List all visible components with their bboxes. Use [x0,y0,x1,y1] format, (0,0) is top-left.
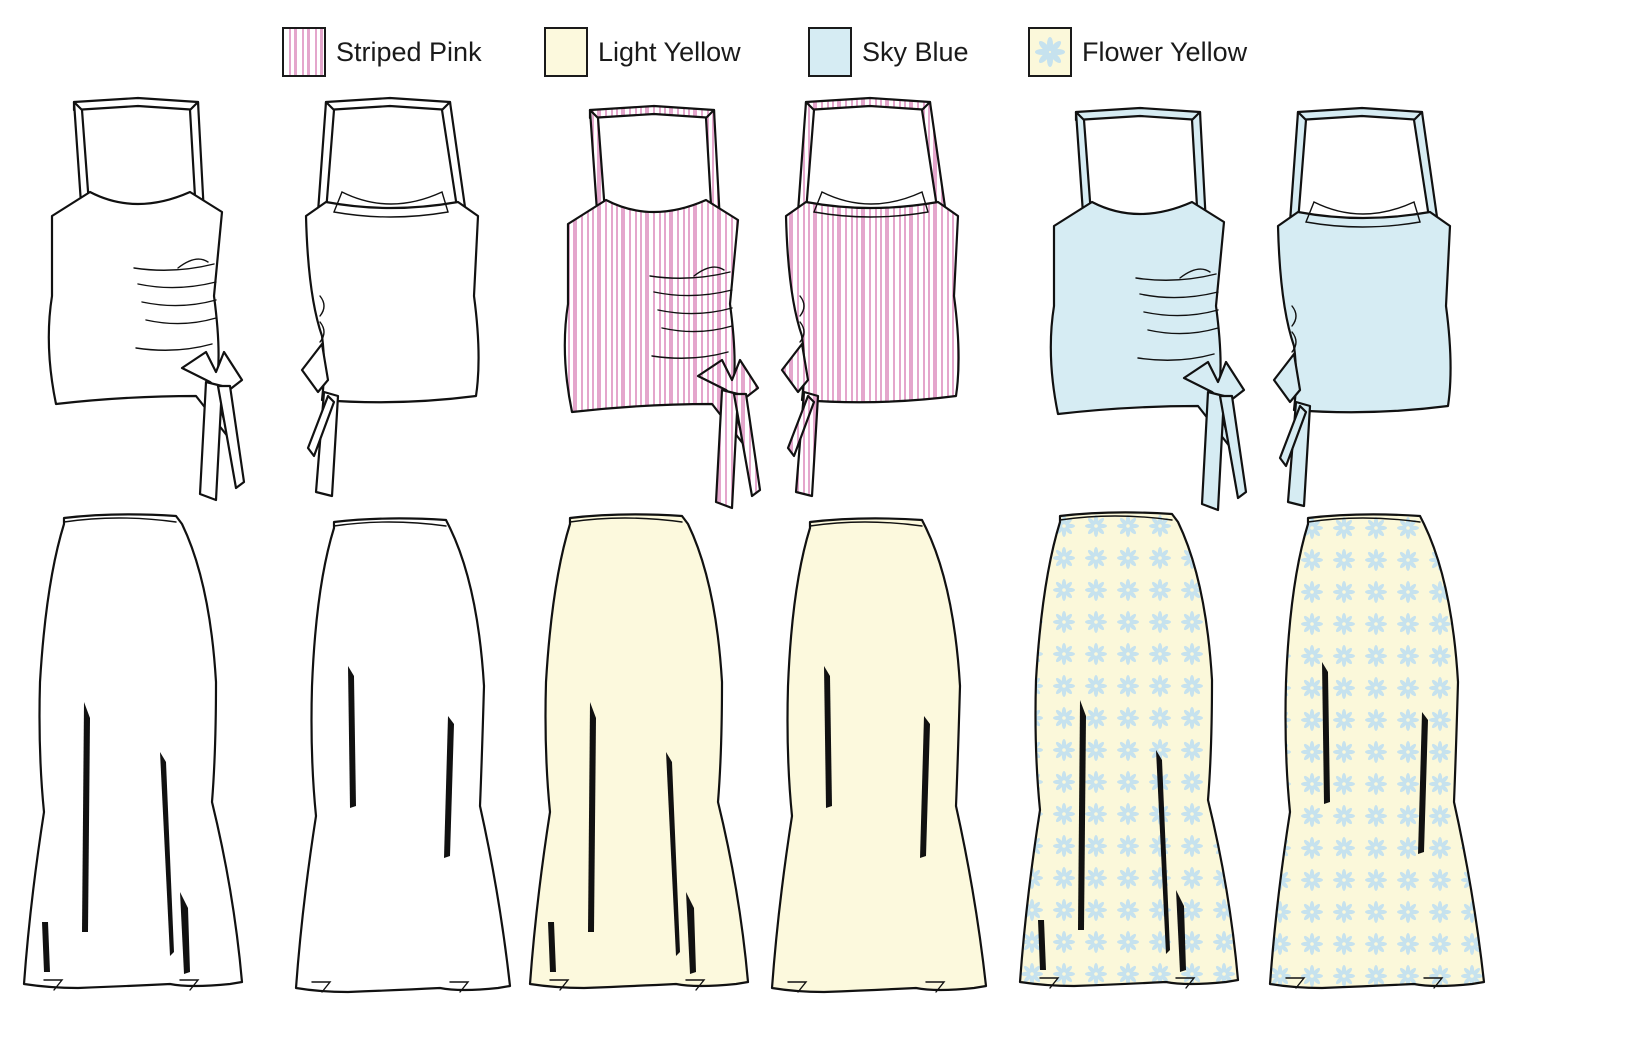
skirt-front-white [22,513,244,992]
skirt-front-light-yellow [528,513,750,992]
flower-icon [1035,37,1065,67]
legend-label-light-yellow: Light Yellow [598,36,741,67]
tank-back-white [300,96,480,498]
tank-front-sky-blue [1049,106,1248,512]
legend-label-striped-pink: Striped Pink [336,36,482,67]
legend-item-light-yellow: Light Yellow [544,26,741,78]
tank-front-white [47,96,246,502]
color-legend: Striped Pink Light Yellow Sky Blue [0,0,1642,100]
skirt-back-light-yellow [770,517,988,994]
skirt-back-flower-yellow [1268,513,1486,990]
skirt-front-flower-yellow [1018,511,1240,990]
sky-blue-swatch [808,27,852,77]
legend-item-striped-pink: Striped Pink [282,26,482,78]
tank-back-sky-blue [1272,106,1452,508]
legend-item-sky-blue: Sky Blue [808,26,969,78]
legend-label-sky-blue: Sky Blue [862,36,969,67]
legend-item-flower-yellow: Flower Yellow [1028,26,1247,78]
striped-pink-swatch [282,27,326,77]
light-yellow-swatch [544,27,588,77]
legend-label-flower-yellow: Flower Yellow [1082,36,1248,67]
tank-front-striped-pink [563,104,762,510]
tank-back-striped-pink [780,96,960,498]
skirt-back-white [294,517,512,994]
flower-yellow-swatch [1028,27,1072,77]
